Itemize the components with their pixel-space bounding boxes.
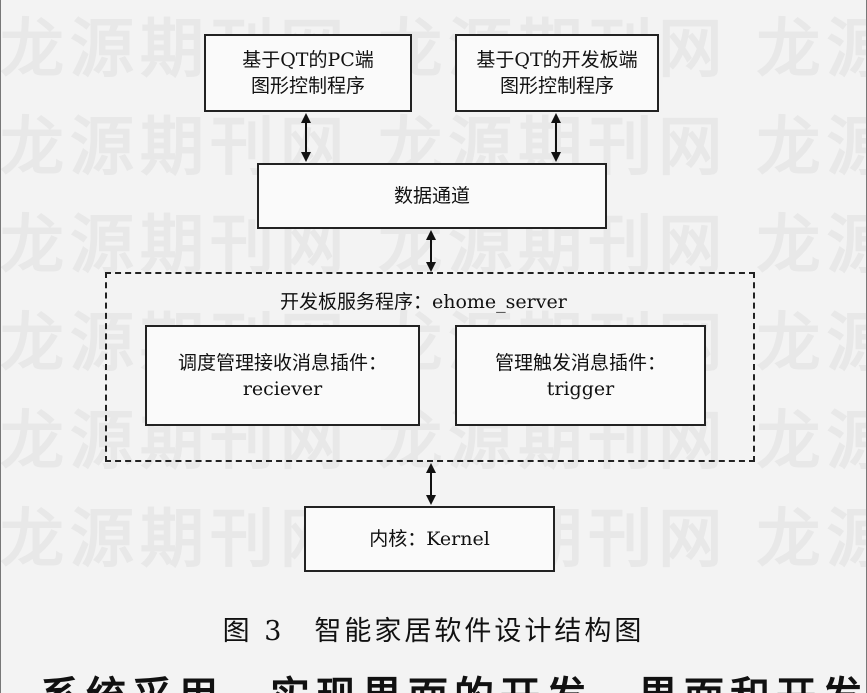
board-gui-line2: 图形控制程序 <box>499 75 614 97</box>
trigger-plugin-line1: 管理触发消息插件： <box>494 351 666 374</box>
watermark: 龙源期刊网 龙源期刊网 龙源期刊网 龙源期刊网 龙源期刊网 龙源期刊网 <box>0 308 867 380</box>
kernel-label: 内核：Kernel <box>369 528 490 550</box>
trigger-plugin-line2: trigger <box>546 377 615 400</box>
trigger-plugin-box: 管理触发消息插件： trigger <box>455 325 706 426</box>
watermark: 龙源期刊网 龙源期刊网 龙源期刊网 龙源期刊网 龙源期刊网 龙源期刊网 <box>0 14 867 86</box>
pc-gui-box: 基于QT的PC端 图形控制程序 <box>204 34 412 112</box>
body-text-fragment: 系统采用，实现界面的开发，界面和开发板服务 <box>40 672 867 693</box>
receiver-plugin-line2: reciever <box>242 377 323 400</box>
pc-gui-line2: 图形控制程序 <box>250 75 365 97</box>
kernel-box: 内核：Kernel <box>304 506 555 572</box>
data-channel-label: 数据通道 <box>393 185 470 207</box>
server-container <box>105 272 755 462</box>
pc-gui-line1: 基于QT的PC端 <box>242 49 374 71</box>
receiver-plugin-line1: 调度管理接收消息插件： <box>177 351 387 374</box>
board-gui-line1: 基于QT的开发板端 <box>476 49 638 71</box>
board-gui-box: 基于QT的开发板端 图形控制程序 <box>455 34 659 112</box>
data-channel-box: 数据通道 <box>257 163 607 229</box>
server-label: 开发板服务程序：ehome_server <box>280 291 567 313</box>
receiver-plugin-box: 调度管理接收消息插件： reciever <box>145 325 420 426</box>
figure-caption: 图 3 智能家居软件设计结构图 <box>222 616 645 647</box>
